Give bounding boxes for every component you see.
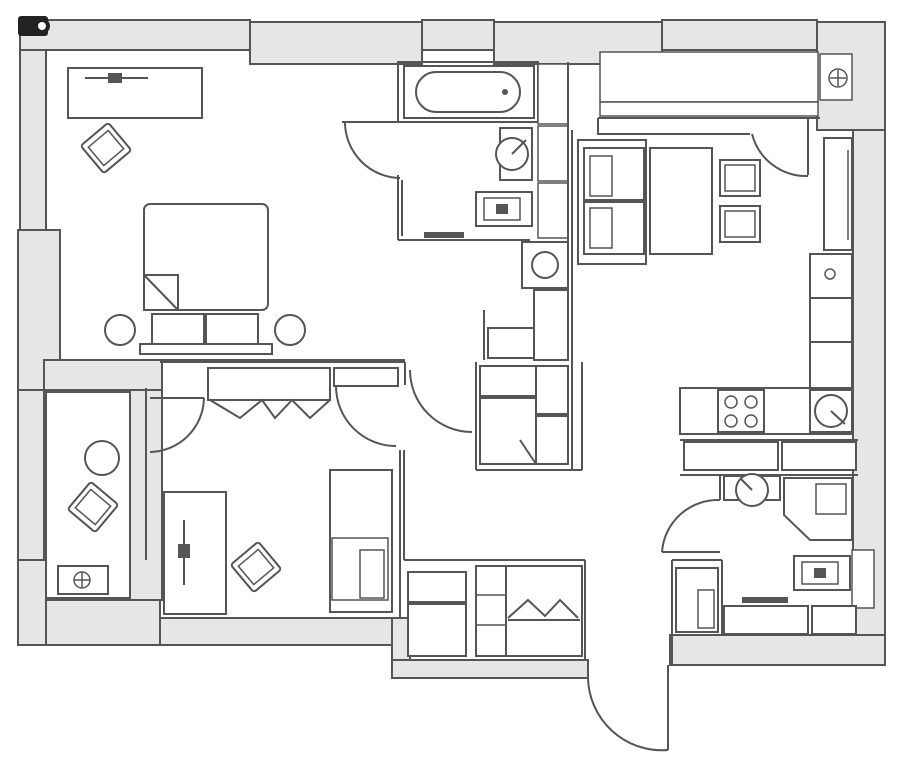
dining-table bbox=[649, 147, 713, 255]
bathtub-icon bbox=[403, 65, 535, 119]
shelf bbox=[723, 605, 809, 635]
armchair-icon bbox=[67, 481, 119, 533]
armchair-icon bbox=[230, 541, 282, 593]
wall-top-right bbox=[661, 19, 818, 51]
kitchen-cabinet bbox=[809, 341, 853, 389]
wall-bottom-left bbox=[45, 599, 161, 646]
outer-walls bbox=[17, 19, 886, 679]
radiator bbox=[851, 549, 875, 609]
hall-closet bbox=[479, 327, 569, 465]
bath-radiator bbox=[424, 232, 464, 238]
sofa-icon bbox=[329, 469, 393, 613]
wall-top-left bbox=[19, 19, 251, 51]
armchair-icon bbox=[80, 122, 132, 174]
door-swing-icon bbox=[409, 369, 473, 433]
kitchen-living bbox=[577, 68, 857, 471]
study-nook bbox=[45, 391, 131, 599]
compass-icon bbox=[18, 16, 50, 36]
bedroom-two bbox=[149, 367, 399, 615]
door-swing-icon bbox=[335, 385, 397, 447]
wall-bedroom-study bbox=[43, 359, 163, 391]
kitchen-cabinet bbox=[809, 297, 853, 343]
shelf bbox=[781, 441, 857, 471]
desk bbox=[67, 67, 203, 119]
wardrobe-icon bbox=[207, 367, 331, 420]
round-table bbox=[84, 440, 120, 476]
toilet-icon bbox=[793, 555, 851, 591]
shelf bbox=[683, 441, 779, 471]
wall-bottom-right bbox=[669, 634, 886, 666]
shelf bbox=[811, 605, 857, 635]
toilet-icon bbox=[475, 191, 533, 227]
sink-icon bbox=[809, 389, 853, 433]
socket-icon bbox=[57, 565, 109, 595]
shelf bbox=[333, 367, 399, 387]
interior-walls bbox=[46, 49, 858, 665]
door-swing-icon bbox=[661, 498, 721, 553]
wall-top-mid bbox=[421, 19, 495, 51]
stove-icon bbox=[717, 389, 765, 433]
wall-left-lower bbox=[17, 559, 47, 646]
door-swing-icon bbox=[149, 397, 205, 453]
desk-lamp-icon bbox=[85, 73, 148, 83]
wall-bottom-mid bbox=[159, 617, 393, 646]
guest-bathroom bbox=[661, 473, 875, 635]
door-swing-icon bbox=[751, 133, 809, 178]
door-swing-icon bbox=[344, 121, 401, 179]
wall-left-mid bbox=[17, 389, 45, 561]
entrance-door bbox=[587, 660, 669, 752]
bedroom bbox=[67, 67, 306, 355]
wall-left-upper bbox=[19, 49, 47, 231]
washing-machine-icon bbox=[521, 241, 569, 289]
desk-icon bbox=[163, 491, 227, 615]
sink-icon bbox=[495, 127, 533, 181]
nightstand-left bbox=[104, 314, 136, 346]
sink-icon bbox=[723, 473, 781, 507]
radiator bbox=[742, 597, 788, 603]
socket-icon bbox=[828, 68, 848, 88]
door-swing-icon bbox=[587, 677, 669, 752]
wall-top-window-left bbox=[249, 21, 423, 65]
bed-icon bbox=[139, 203, 273, 355]
wall-bottom-entry bbox=[391, 659, 589, 679]
sofa-icon bbox=[577, 139, 647, 265]
entry-closets bbox=[407, 565, 583, 657]
nightstand-right bbox=[274, 314, 306, 346]
bathroom bbox=[403, 65, 569, 361]
utility-cabinet bbox=[533, 289, 569, 361]
